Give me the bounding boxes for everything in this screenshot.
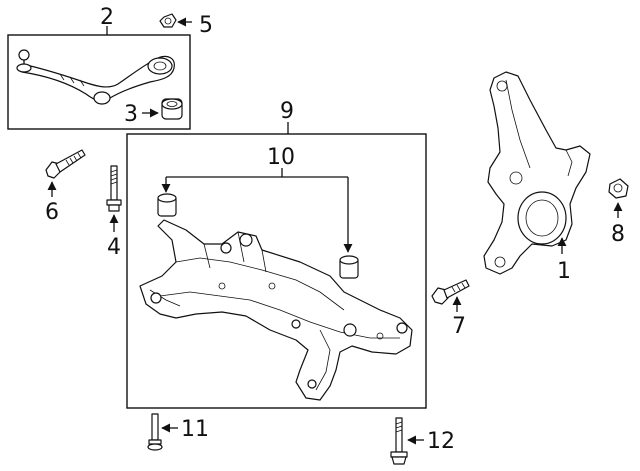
control-arm-group bbox=[7, 26, 191, 130]
callout-11: 11 bbox=[181, 417, 209, 442]
lower-control-arm[interactable] bbox=[16, 49, 175, 105]
callout-2: 2 bbox=[100, 5, 114, 30]
nut-part-5[interactable] bbox=[159, 13, 177, 28]
subframe-bushing-upper[interactable] bbox=[157, 193, 177, 217]
callout-3: 3 bbox=[124, 102, 138, 127]
callout-7: 7 bbox=[452, 314, 466, 339]
callout-6: 6 bbox=[45, 200, 59, 225]
bolt-part-6[interactable] bbox=[45, 149, 86, 179]
front-subframe[interactable] bbox=[139, 219, 413, 401]
steering-knuckle[interactable] bbox=[483, 71, 591, 275]
control-arm-box bbox=[7, 34, 191, 130]
callout-4: 4 bbox=[107, 235, 121, 260]
bolt-part-12[interactable] bbox=[390, 417, 408, 465]
callout-10: 10 bbox=[267, 145, 295, 170]
callout-1: 1 bbox=[557, 259, 571, 284]
callout-5: 5 bbox=[199, 13, 213, 38]
callout-12: 12 bbox=[427, 429, 455, 454]
nut-part-8[interactable] bbox=[608, 178, 629, 199]
subframe-box bbox=[126, 133, 427, 409]
bolt-part-7[interactable] bbox=[431, 279, 470, 305]
callout-8: 8 bbox=[611, 222, 625, 247]
control-arm-bushing[interactable] bbox=[161, 98, 183, 120]
bolt-part-4[interactable] bbox=[106, 165, 122, 212]
callout-9: 9 bbox=[280, 99, 294, 124]
subframe-bushing-lower[interactable] bbox=[339, 255, 359, 279]
bolt-part-11[interactable] bbox=[147, 413, 163, 451]
